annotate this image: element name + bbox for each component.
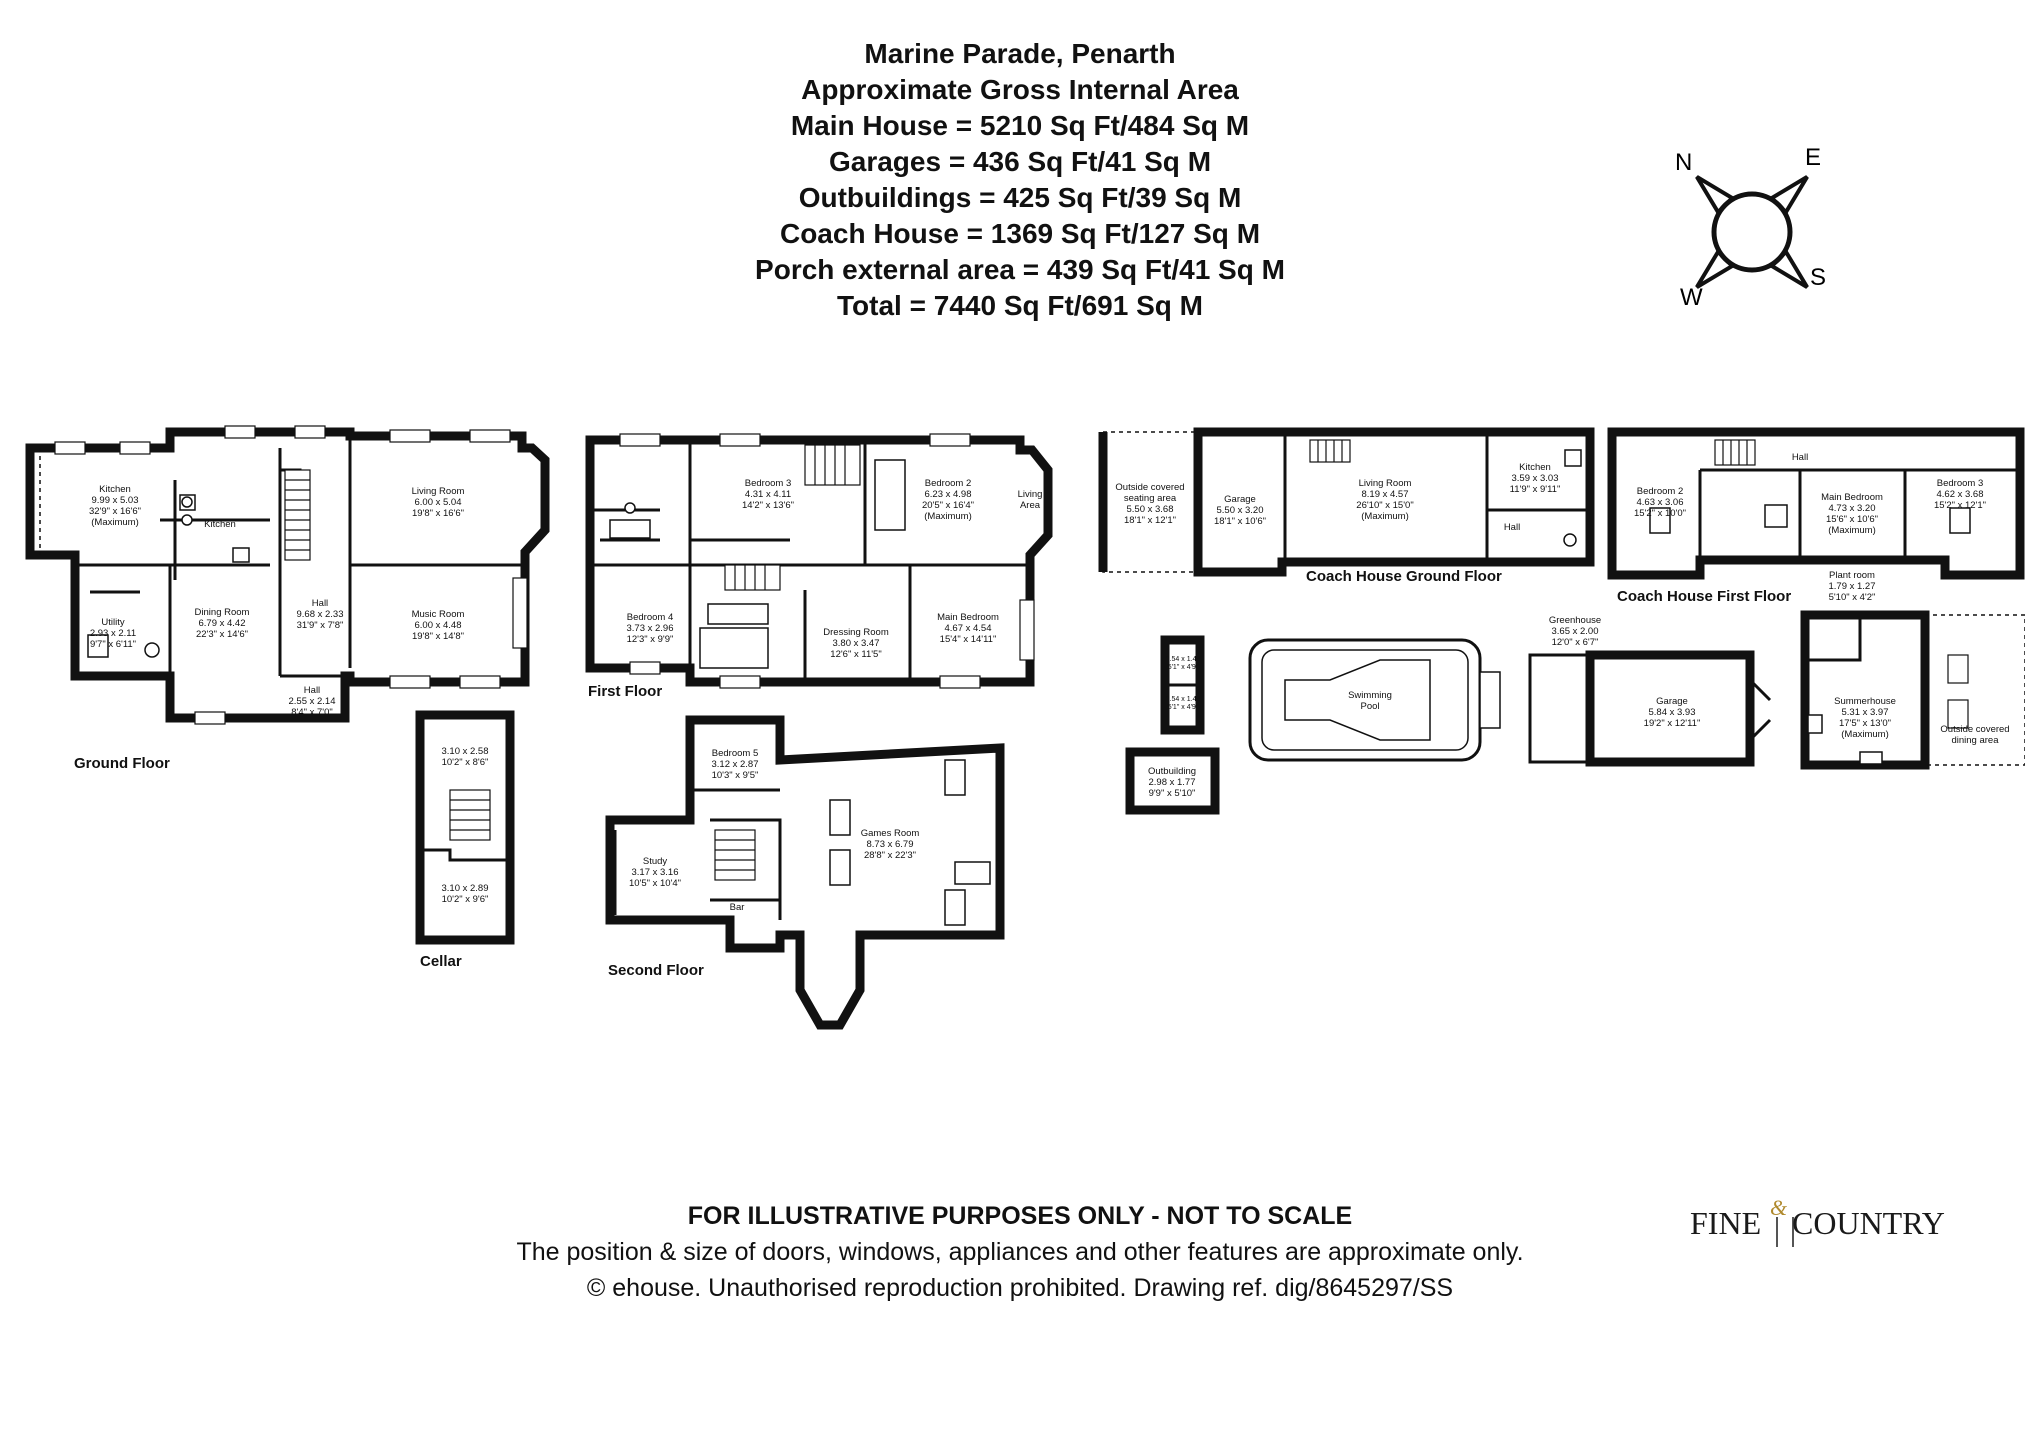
area-coach-house: Coach House = 1369 Sq Ft/127 Sq M [779,218,1261,249]
logo-word-country: COUNTRY [1792,1205,1945,1241]
room-chf-hall: Hall [1791,452,1809,463]
label-cellar: Cellar [420,953,462,970]
room-gf-kitchen-area: Kitchen [204,519,236,530]
compass-icon: N E S W [1675,145,1826,311]
room-ff-living-area: Living Area [1017,489,1043,511]
pillar-icon [1776,1217,1794,1247]
ground-floor-plan [25,425,550,725]
coach-house-first-plan [1607,427,2025,580]
area-outbuildings: Outbuildings = 425 Sq Ft/39 Sq M [798,182,1242,213]
footer: FOR ILLUSTRATIVE PURPOSES ONLY - NOT TO … [300,1198,1740,1306]
summerhouse-plan [1800,610,2025,770]
room-sf-bedroom-5: Bedroom 5 3.12 x 2.87 10'3" x 9'5" [711,748,759,781]
room-ff-bedroom-4: Bedroom 4 3.73 x 2.96 12'3" x 9'9" [626,612,674,645]
room-gf-utility: Utility 2.93 x 2.11 9'7" x 6'11" [89,617,137,650]
area-total: Total = 7440 Sq Ft/691 Sq M [837,290,1203,321]
page-title: Marine Parade, Penarth [864,38,1176,69]
room-cellar-2: 3.10 x 2.89 10'2" x 9'6" [441,883,489,905]
compass-w: W [1680,284,1703,311]
room-store-1: 1.54 x 1.44 5'1" x 4'9" [1165,656,1201,671]
compass-s: S [1810,264,1826,291]
room-ff-dressing: Dressing Room 3.80 x 3.47 12'6" x 11'5" [823,627,889,660]
cellar-plan [415,710,515,945]
room-sf-study: Study 3.17 x 3.16 10'5" x 10'4" [628,856,682,889]
room-chf-bedroom-3: Bedroom 3 4.62 x 3.68 15'2" x 12'1" [1933,478,1987,511]
swimming-pool-plan [1248,638,1501,762]
first-floor-plan [585,433,1053,689]
room-summerhouse: Summerhouse 5.31 x 3.97 17'5" x 13'0" (M… [1834,696,1896,740]
room-ff-bedroom-2: Bedroom 2 6.23 x 4.98 20'5" x 16'4" (Max… [921,478,975,522]
disclaimer: FOR ILLUSTRATIVE PURPOSES ONLY - NOT TO … [687,1202,1353,1230]
room-chf-main-bedroom: Main Bedroom 4.73 x 3.20 15'6" x 10'6" (… [1821,492,1883,536]
room-gf-music: Music Room 6.00 x 4.48 19'8" x 14'8" [411,609,465,642]
room-gf-kitchen: Kitchen 9.99 x 5.03 32'9" x 16'6" (Maxim… [88,484,142,528]
room-ff-main-bedroom: Main Bedroom 4.67 x 4.54 15'4" x 14'11" [937,612,999,645]
fine-country-logo: FINE & COUNTRY [1690,1195,1945,1255]
room-gf-hall: Hall 9.68 x 2.33 31'9" x 7'8" [296,598,344,631]
coach-house-ground-plan [1098,427,1595,577]
room-sf-bar: Bar [729,902,745,913]
garage-greenhouse-plan [1528,650,1772,767]
label-coach-ground: Coach House Ground Floor [1306,568,1502,585]
compass-n: N [1675,149,1692,176]
logo-ampersand: & [1770,1195,1788,1220]
label-ground-floor: Ground Floor [74,755,170,772]
room-store-2: 1.54 x 1.44 5'1" x 4'9" [1165,696,1201,711]
area-porch: Porch external area = 439 Sq Ft/41 Sq M [755,254,1285,285]
room-outside-dining: Outside covered dining area [1940,724,2010,746]
outbuildings-plan [1125,635,1220,815]
compass-e: E [1805,145,1821,171]
room-gf-dining: Dining Room 6.79 x 4.42 22'3" x 14'6" [194,607,250,640]
header: Marine Parade, Penarth Approximate Gross… [690,36,1350,324]
copyright-note: © ehouse. Unauthorised reproduction proh… [586,1274,1454,1302]
room-ch-outside-seating: Outside covered seating area 5.50 x 3.68… [1115,482,1185,526]
room-cellar-1: 3.10 x 2.58 10'2" x 8'6" [441,746,489,768]
label-coach-first: Coach House First Floor [1617,588,1792,605]
room-garage-2: Garage 5.84 x 3.93 19'2" x 12'11" [1643,696,1701,729]
area-main-house: Main House = 5210 Sq Ft/484 Sq M [790,110,1250,141]
room-ff-bedroom-3: Bedroom 3 4.31 x 4.11 14'2" x 13'6" [741,478,795,511]
room-ch-garage: Garage 5.50 x 3.20 18'1" x 10'6" [1213,494,1267,527]
room-ch-kitchen: Kitchen 3.59 x 3.03 11'9" x 9'11" [1509,462,1561,495]
room-plant: Plant room 1.79 x 1.27 5'10" x 4'2" [1828,570,1876,603]
logo-word-fine: FINE [1690,1205,1762,1241]
label-second-floor: Second Floor [608,962,704,979]
area-garages: Garages = 436 Sq Ft/41 Sq M [828,146,1212,177]
room-gf-living: Living Room 6.00 x 5.04 19'8" x 16'6" [411,486,465,519]
room-swimming-pool: Swimming Pool [1348,690,1392,712]
approximation-note: The position & size of doors, windows, a… [516,1238,1524,1266]
page-subtitle: Approximate Gross Internal Area [801,74,1239,105]
room-chf-bedroom-2: Bedroom 2 4.63 x 3.06 15'2" x 10'0" [1633,486,1687,519]
room-ch-hall: Hall [1503,522,1521,533]
room-ch-living: Living Room 8.19 x 4.57 26'10" x 15'0" (… [1356,478,1414,522]
room-sf-games: Games Room 8.73 x 6.79 28'8" x 22'3" [860,828,920,861]
label-first-floor: First Floor [588,683,663,700]
room-greenhouse: Greenhouse 3.65 x 2.00 12'0" x 6'7" [1548,615,1602,648]
room-outbuilding: Outbuilding 2.98 x 1.77 9'9" x 5'10" [1147,766,1197,799]
room-gf-hall-2: Hall 2.55 x 2.14 8'4" x 7'0" [288,685,336,718]
second-floor-plan [605,715,1005,1030]
